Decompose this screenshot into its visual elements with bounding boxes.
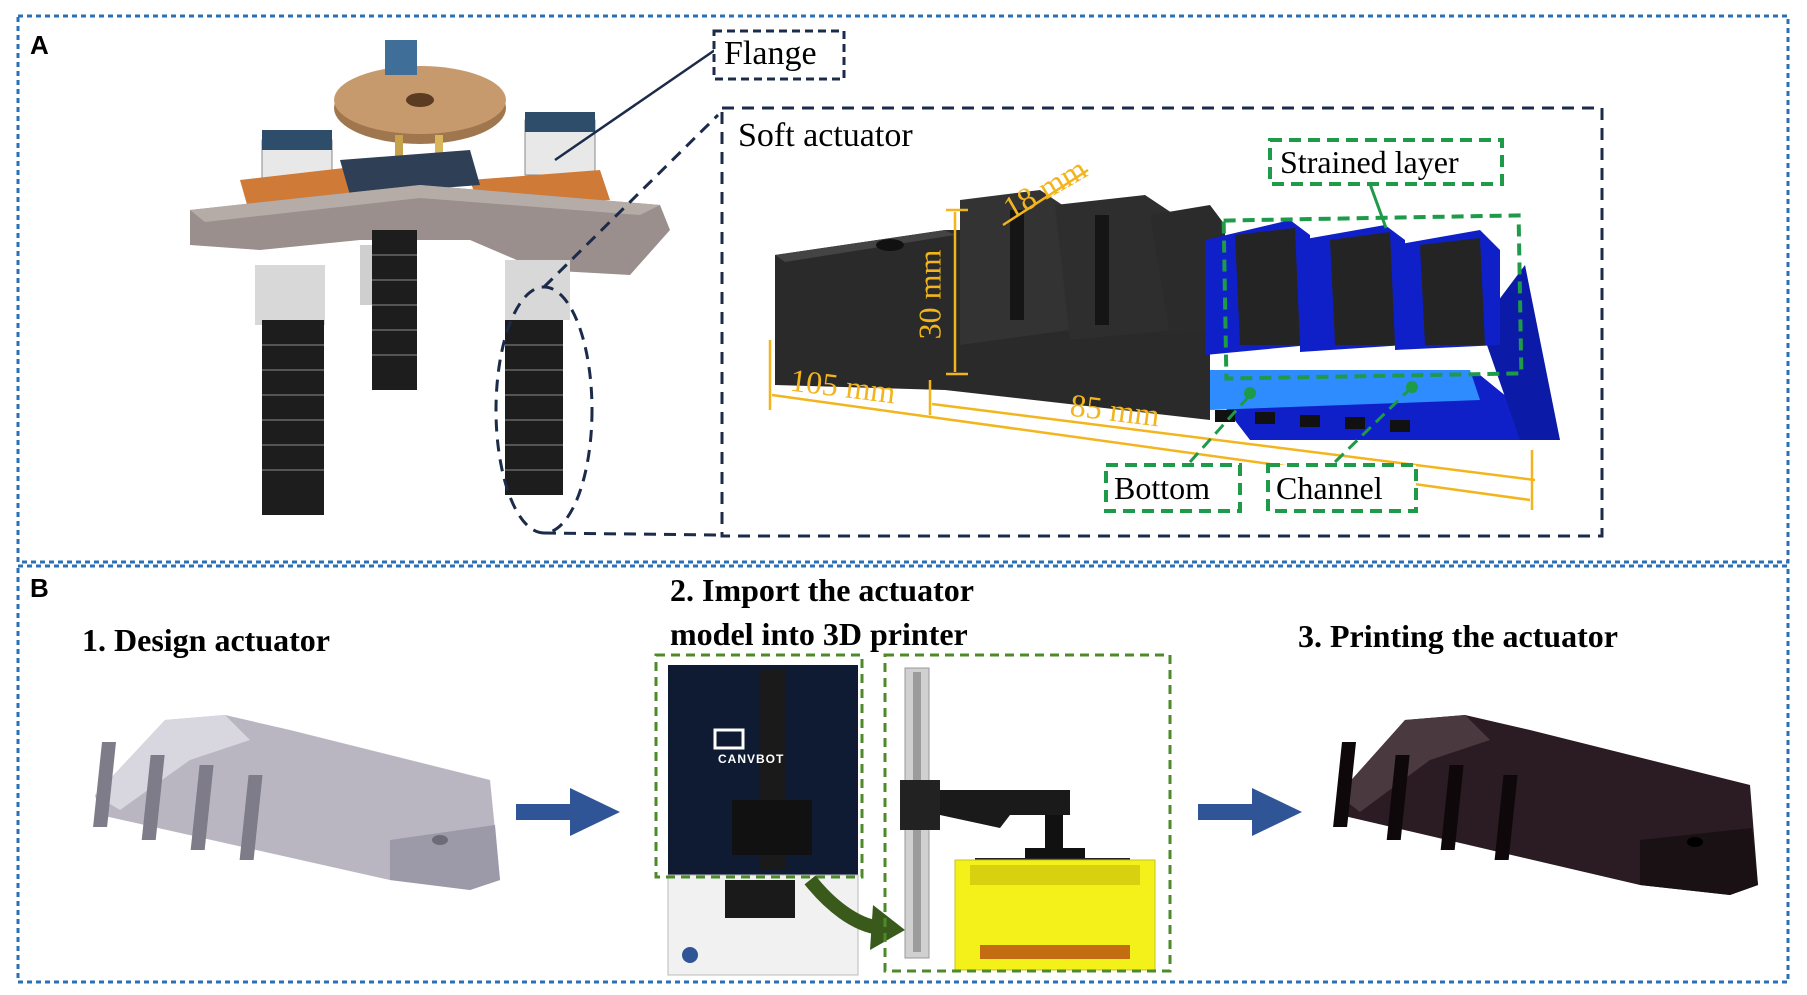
soft-actuator-box <box>720 106 1604 538</box>
bottom-pointer <box>1188 393 1252 464</box>
printer-brand-logo: CANVBOT <box>718 752 785 766</box>
channel-label-box <box>1266 463 1418 513</box>
gripper-illustration <box>190 40 670 515</box>
panel-b-letter: B <box>30 573 49 603</box>
strained-layer-label: Strained layer <box>1280 144 1459 180</box>
channel-pointer-dot <box>1406 381 1418 393</box>
bottom-label: Bottom <box>1114 470 1211 506</box>
step-1-title: 1. Design actuator <box>82 622 330 658</box>
bottom-pointer-dot <box>1244 387 1256 399</box>
flange-label: Flange <box>724 35 817 72</box>
printer-illustration <box>667 665 859 976</box>
process-arrow-2 <box>1198 788 1302 836</box>
panel-a-border <box>16 14 1790 564</box>
strained-layer-label-box <box>1268 138 1504 186</box>
finger-ribs <box>262 254 563 471</box>
designed-actuator-model <box>93 715 500 890</box>
step-2-title-line-2: model into 3D printer <box>670 616 968 652</box>
build-platform-illustration <box>900 667 1156 971</box>
bottom-label-box <box>1104 463 1242 513</box>
printer-transfer-arrowhead <box>870 905 905 950</box>
dimension-height-label: 30 mm <box>911 249 948 340</box>
panel-a-letter: A <box>30 30 49 60</box>
zoom-line-top <box>542 113 720 289</box>
channel-label: Channel <box>1276 470 1383 506</box>
panel-b-border <box>16 564 1790 984</box>
step-3-title: 3. Printing the actuator <box>1298 618 1618 654</box>
flange-pointer-line <box>554 48 716 162</box>
printed-actuator-model <box>1333 715 1758 895</box>
strained-layer-box <box>1221 213 1524 381</box>
strained-layer-pointer <box>1368 183 1388 229</box>
process-arrow-1 <box>516 788 620 836</box>
flange-label-box <box>712 29 846 81</box>
zoom-line-bottom <box>543 531 719 537</box>
step-2-title-line-1: 2. Import the actuator <box>670 572 974 608</box>
platform-highlight-box <box>883 653 1172 973</box>
soft-actuator-label: Soft actuator <box>738 117 913 154</box>
actuator-illustration <box>775 190 1560 440</box>
printer-highlight-box <box>654 653 864 879</box>
